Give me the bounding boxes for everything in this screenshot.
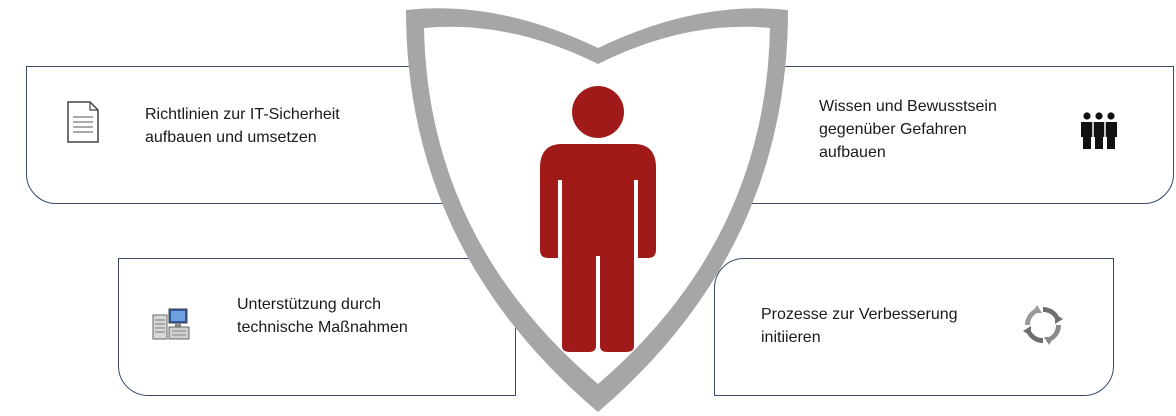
document-icon: [67, 101, 99, 148]
card-text: Wissen und Bewusstsein gegenüber Gefahre…: [819, 98, 997, 161]
person-icon: [540, 86, 656, 352]
card-prozesse: Prozesse zur Verbesserung initiieren: [714, 258, 1114, 396]
people-group-icon: [1079, 111, 1119, 156]
card-text: Unterstützung durch technische Maßnahmen: [237, 296, 408, 336]
card-richtlinien: Richtlinien zur IT-Sicherheit aufbauen u…: [26, 66, 446, 204]
shield-icon: [406, 8, 788, 413]
card-wissen: Wissen und Bewusstsein gegenüber Gefahre…: [738, 66, 1174, 204]
server-computer-icon: [151, 307, 191, 346]
card-unterstuetzung: Unterstützung durch technische Maßnahmen: [118, 258, 516, 396]
card-text: Prozesse zur Verbesserung initiieren: [761, 306, 958, 346]
cycle-arrows-icon: [1021, 303, 1065, 352]
card-text: Richtlinien zur IT-Sicherheit aufbauen u…: [145, 106, 340, 146]
